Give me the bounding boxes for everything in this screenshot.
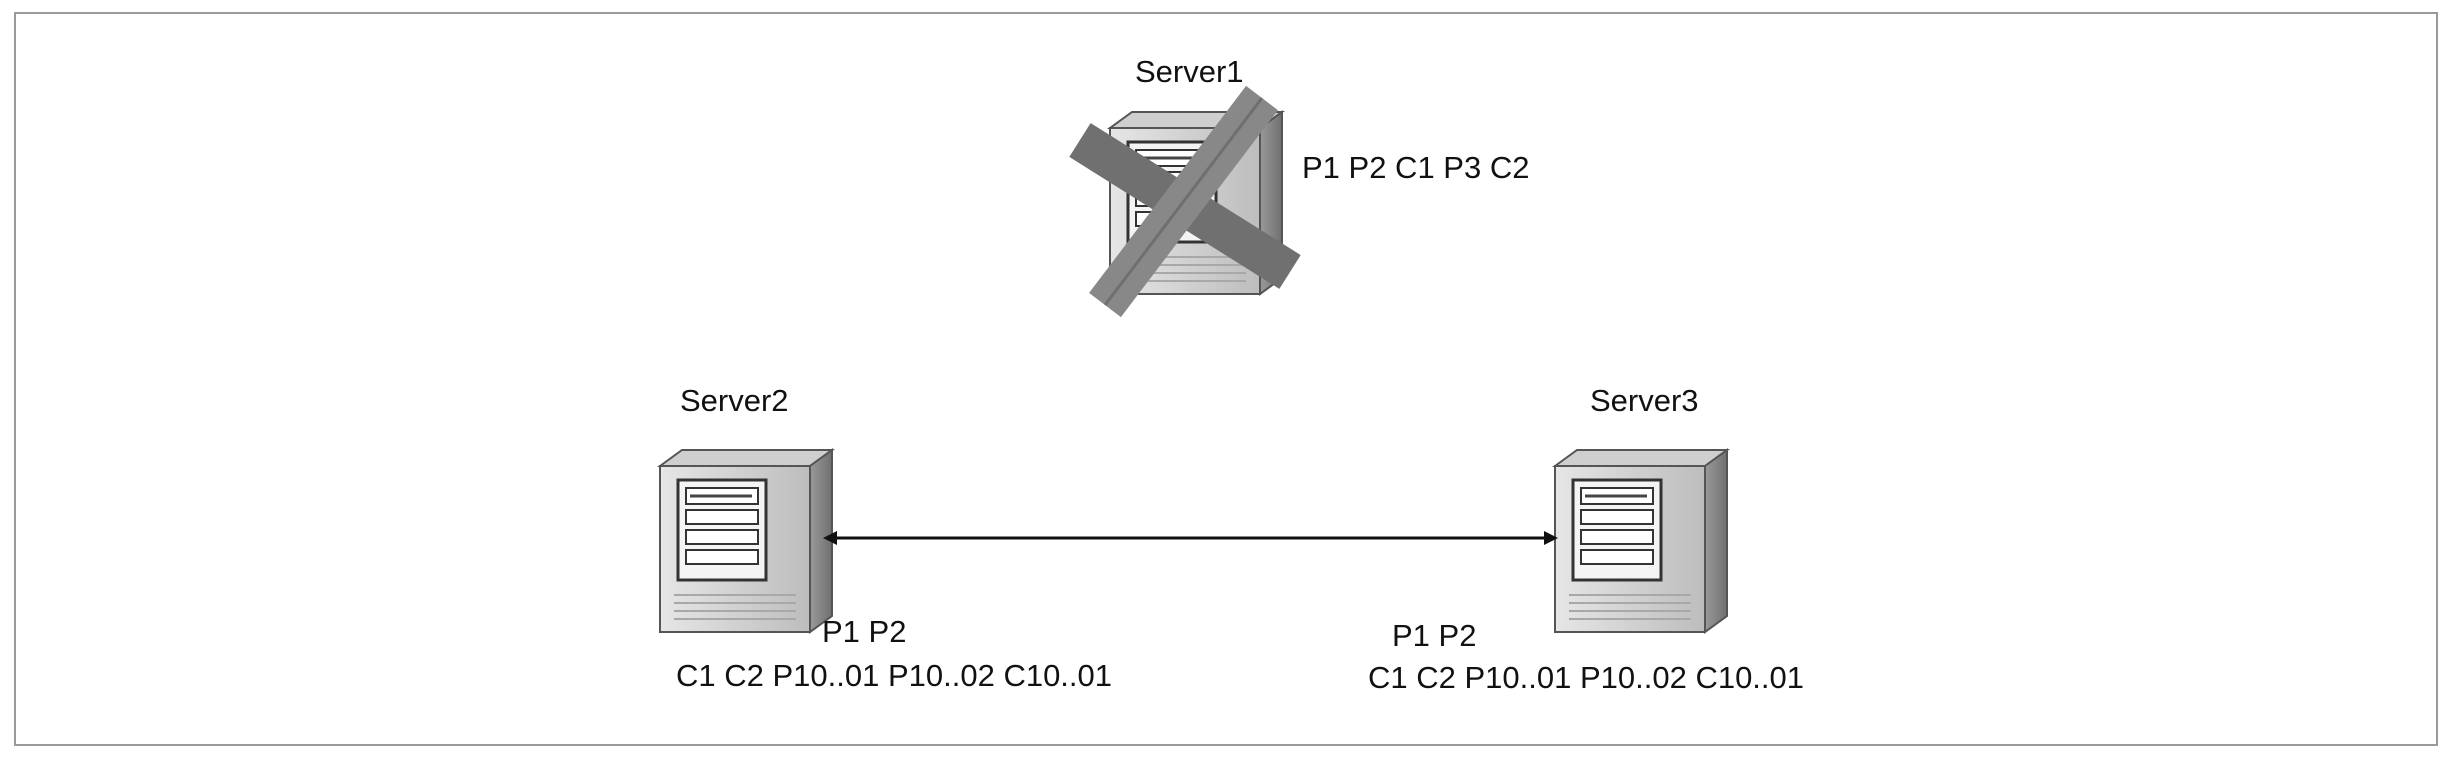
server2-contents-line2: C1 C2 P10..01 P10..02 C10..01 [676,658,1113,693]
server3-icon [1553,448,1729,634]
server2-icon [658,448,834,634]
server1-label: Server1 [1135,54,1244,89]
server3-label: Server3 [1590,383,1699,418]
server3-contents-line2: C1 C2 P10..01 P10..02 C10..01 [1368,660,1805,695]
server2-label: Server2 [680,383,789,418]
cross-x-icon [1069,85,1301,318]
server3-contents-line1: P1 P2 [1392,618,1477,653]
server2-contents-line1: P1 P2 [822,614,907,649]
server1-contents: P1 P2 C1 P3 C2 [1302,150,1530,185]
